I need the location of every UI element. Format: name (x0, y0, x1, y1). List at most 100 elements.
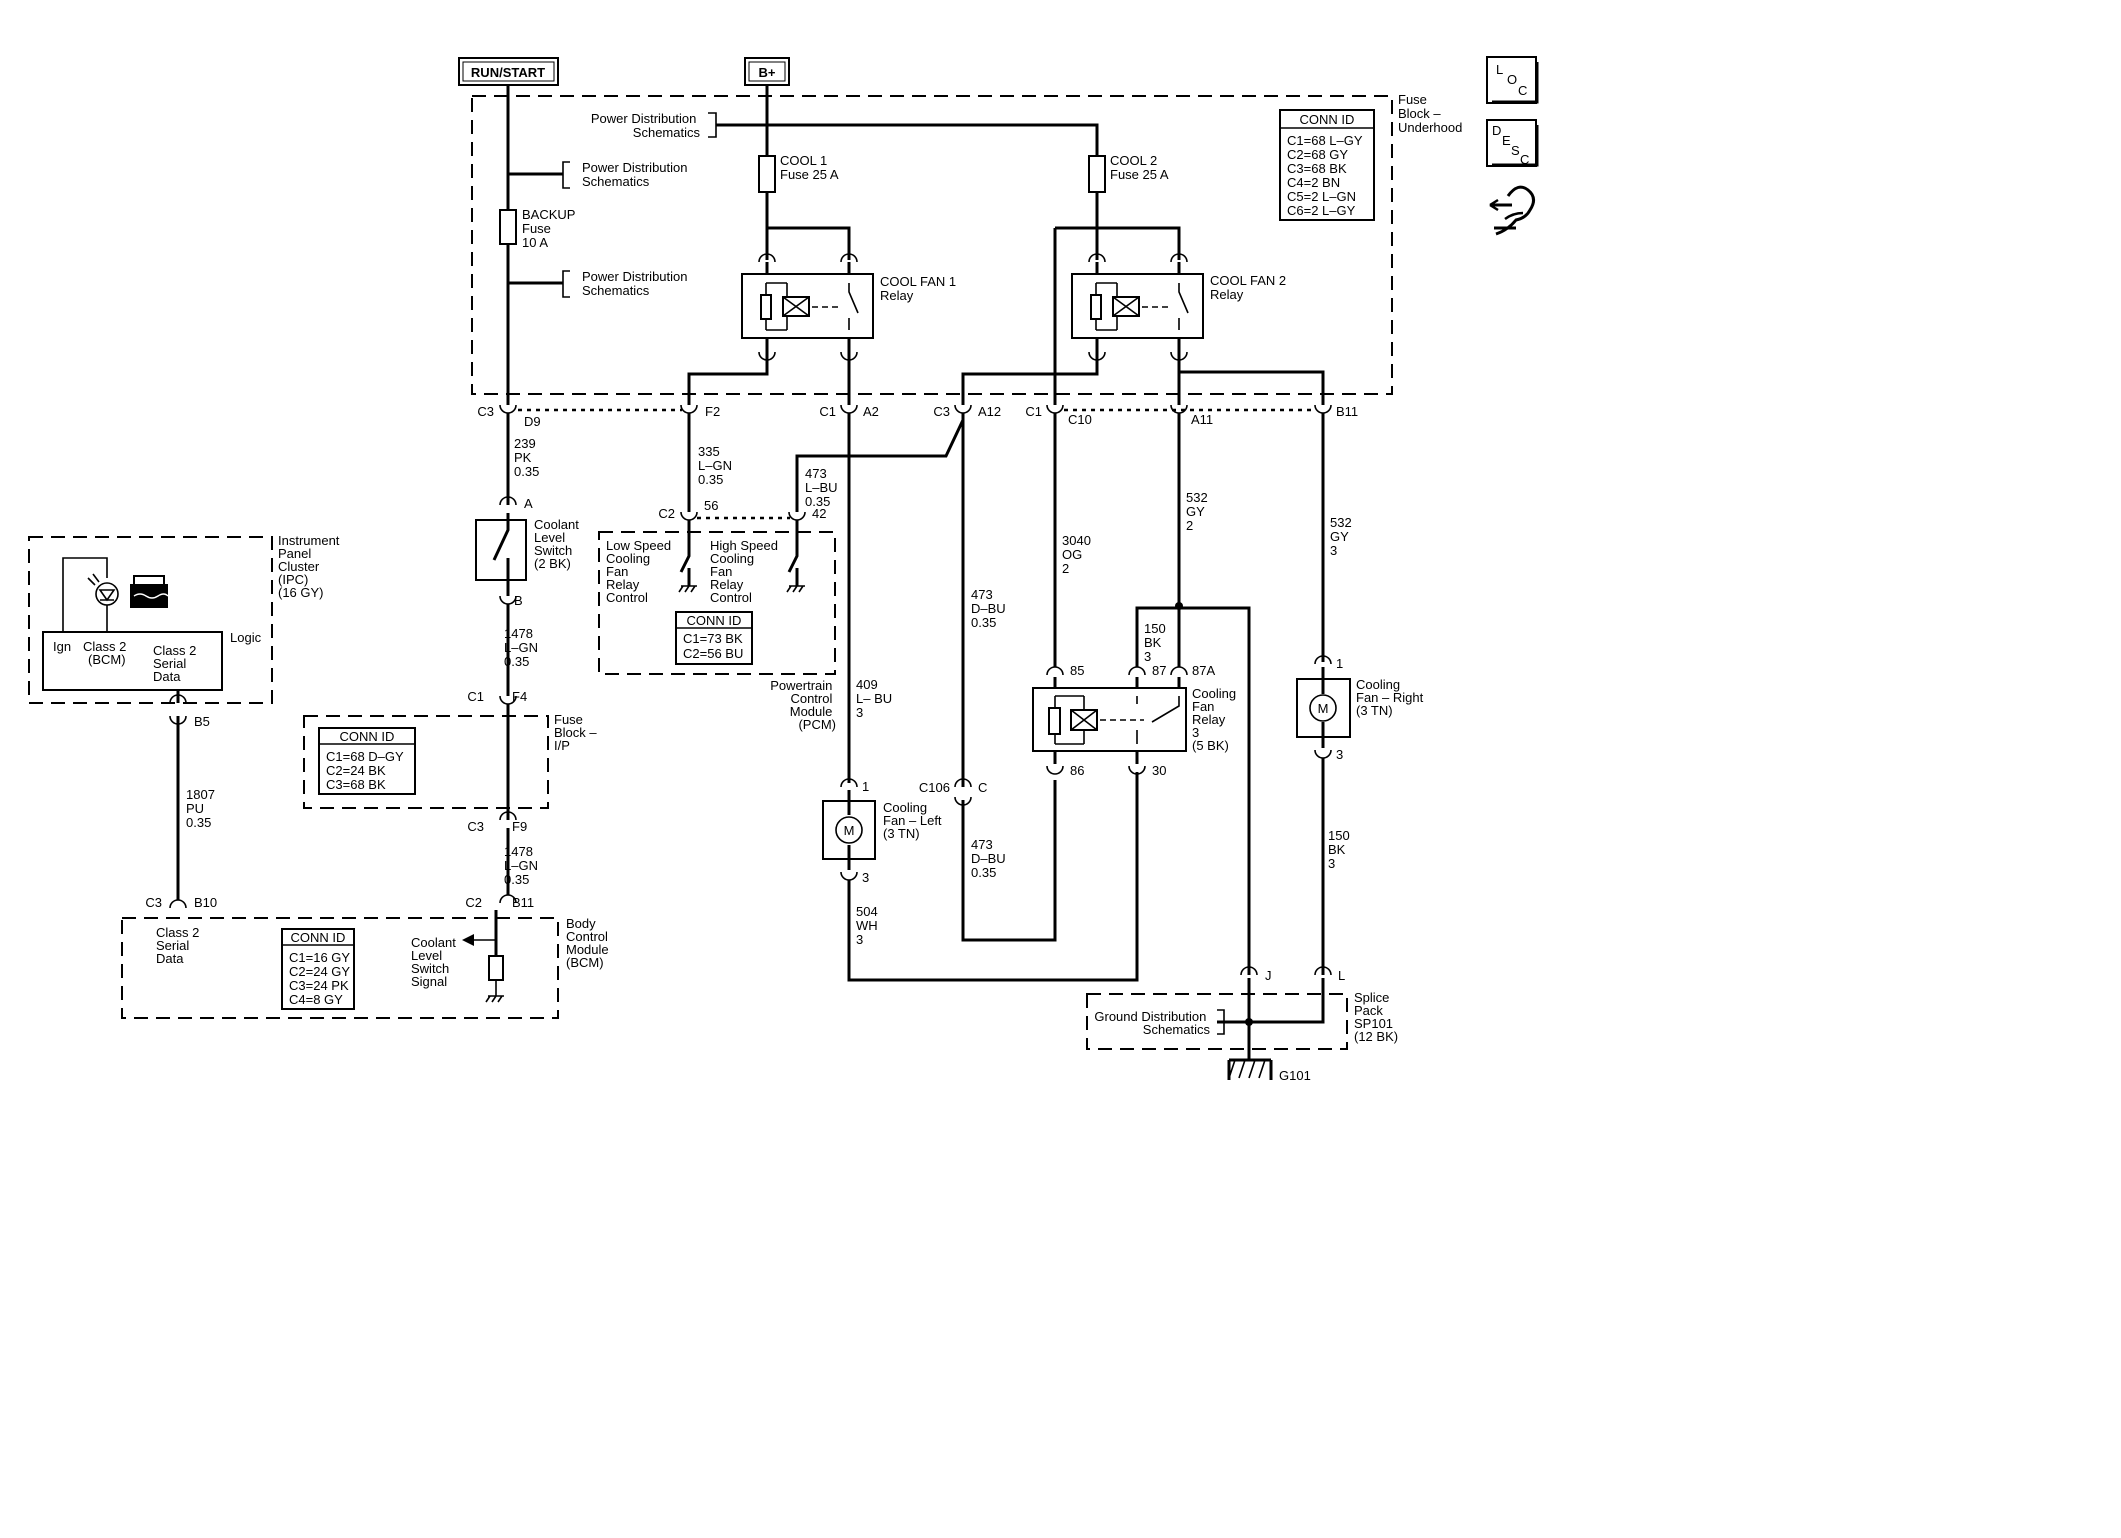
svg-text:C: C (1518, 83, 1527, 98)
wire-532-a-label: 532 GY 2 (1186, 490, 1211, 533)
wire-3040-label: 3040 OG 2 (1062, 533, 1095, 576)
wire-1807-label: 1807 PU 0.35 (186, 787, 219, 830)
coolant-level-switch-label: Coolant Level Switch (2 BK) (534, 517, 582, 571)
high-speed-control-label: High Speed Cooling Fan Relay Control (710, 538, 782, 605)
underhood-connectors (499, 404, 1332, 787)
svg-text:C2=68 GY: C2=68 GY (1287, 147, 1348, 162)
battery-label: B+ (744, 57, 790, 86)
svg-text:O: O (1507, 72, 1517, 87)
coolant-level-indicator-icon (62, 557, 169, 632)
bcm-signal-label: Coolant Level Switch Signal (411, 935, 459, 989)
conn-b10-label: B10 (194, 895, 217, 910)
svg-text:L: L (1496, 62, 1503, 77)
power-distribution-ref-1: Power Distribution Schematics (582, 160, 691, 189)
backup-fuse (499, 209, 517, 245)
conn-c3-b10-label: C3 (145, 895, 162, 910)
pin-30-label: 30 (1152, 763, 1166, 778)
power-distribution-ref-3: Power Distribution Schematics (591, 111, 701, 140)
conn-f2-label: F2 (705, 404, 720, 419)
splice-pack-label: Splice Pack SP101 (12 BK) (1354, 990, 1398, 1044)
low-speed-control-label: Low Speed Cooling Fan Relay Control (606, 538, 675, 605)
cool1-fuse-label: COOL 1 Fuse 25 A (780, 153, 839, 182)
bcm-label: Body Control Module (BCM) (566, 916, 612, 970)
splice-pack-outline (1086, 993, 1348, 1050)
svg-text:C1=16 GY: C1=16 GY (289, 950, 350, 965)
wire-532-b-label: 532 GY 3 (1330, 515, 1355, 558)
conn-b5-label: B5 (194, 714, 210, 729)
pin-a-label: A (524, 496, 533, 511)
conn-b11-bcm-label: B11 (512, 895, 534, 910)
battery-text: B+ (759, 65, 776, 80)
pin-87-label: 87 (1152, 663, 1166, 678)
fan-right-pin-1-label: 1 (1336, 656, 1343, 671)
svg-text:C3=68 BK: C3=68 BK (1287, 161, 1347, 176)
ipc-label: Instrument Panel Cluster (IPC) (16 GY) (278, 533, 343, 600)
svg-text:C5=2 L–GN: C5=2 L–GN (1287, 189, 1356, 204)
svg-text:CONN ID: CONN ID (340, 729, 395, 744)
conn-d9-label: D9 (524, 414, 541, 429)
cool1-fuse (758, 155, 776, 193)
cooling-fan-relay-label: Cooling Fan Relay 3 (5 BK) (1192, 686, 1240, 753)
conn-c106-label: C106 (919, 780, 950, 795)
hand-pointer-icon[interactable] (1489, 185, 1535, 236)
ipc-logic-label: Logic (230, 630, 262, 645)
fuse-block-ip-outline (303, 715, 549, 809)
conn-a11-label: A11 (1191, 412, 1213, 427)
loc-icon[interactable]: L O C (1486, 56, 1539, 104)
power-distribution-ref-2: Power Distribution Schematics (582, 269, 691, 298)
wire-473-lbu-label: 473 L–BU 0.35 (805, 466, 841, 509)
conn-c1-b-label: C1 (1025, 404, 1042, 419)
wire-150-a-label: 150 BK 3 (1144, 621, 1169, 664)
svg-text:CONN ID: CONN ID (687, 613, 742, 628)
pin-87a-label: 87A (1192, 663, 1215, 678)
svg-text:C6=2 L–GY: C6=2 L–GY (1287, 203, 1356, 218)
wire-504-label: 504 WH 3 (856, 904, 881, 947)
conn-b11-label: B11 (1336, 404, 1358, 419)
svg-text:S: S (1511, 143, 1520, 158)
cooling-fan-right-label: Cooling Fan – Right (3 TN) (1356, 677, 1427, 718)
wire-473-dbu-b-label: 473 D–BU 0.35 (971, 837, 1009, 880)
wire-473-dbu-a-label: 473 D–BU 0.35 (971, 587, 1009, 630)
conn-c1-a-label: C1 (819, 404, 836, 419)
bcm-class2-label: Class 2 Serial Data (156, 925, 203, 966)
pin-b-label: B (514, 593, 523, 608)
pcm-outline (598, 531, 836, 675)
ipc-logic-box (42, 631, 223, 691)
wire-1478-b-label: 1478 L–GN 0.35 (504, 844, 542, 887)
svg-text:C2=24 BK: C2=24 BK (326, 763, 386, 778)
fan-left-pin-3-label: 3 (862, 870, 869, 885)
conn-id-underhood-table: CONN ID C1=68 L–GY C2=68 GY C3=68 BK C4=… (1279, 109, 1375, 221)
conn-a12-label: A12 (978, 404, 1001, 419)
backup-fuse-label: BACKUP Fuse 10 A (522, 207, 579, 250)
conn-c2-b11-label: C2 (465, 895, 482, 910)
conn-c-label: C (978, 780, 987, 795)
svg-text:C1=68 L–GY: C1=68 L–GY (1287, 133, 1363, 148)
desc-icon[interactable]: D E S C (1486, 119, 1539, 167)
conn-a2-label: A2 (863, 404, 879, 419)
run-start-text: RUN/START (471, 65, 545, 80)
fuse-block-underhood-label: Fuse Block – Underhood (1398, 92, 1462, 135)
fan-left-motor-symbol: M (844, 823, 855, 838)
pin-42-label: 42 (812, 506, 826, 521)
conn-c10-label: C10 (1068, 412, 1092, 427)
run-start-label: RUN/START (458, 57, 559, 86)
svg-text:E: E (1502, 133, 1511, 148)
bcm-outline (121, 917, 559, 1019)
wire-335-label: 335 L–GN 0.35 (698, 444, 736, 487)
wire-1478-a-label: 1478 L–GN 0.35 (504, 626, 542, 669)
conn-id-ip-table: CONN ID C1=68 D–GY C2=24 BK C3=68 BK (318, 727, 416, 795)
conn-f9-label: F9 (512, 819, 527, 834)
svg-text:C3=68 BK: C3=68 BK (326, 777, 386, 792)
svg-text:D: D (1492, 123, 1501, 138)
fuse-block-underhood-outline (471, 95, 1393, 395)
svg-text:CONN ID: CONN ID (291, 930, 346, 945)
fan-left-pin-1-label: 1 (862, 779, 869, 794)
splice-pin-j-label: J (1265, 968, 1272, 983)
pin-86-label: 86 (1070, 763, 1084, 778)
conn-c1-f4-label: C1 (467, 689, 484, 704)
conn-c3-b-label: C3 (933, 404, 950, 419)
ipc-outline (28, 536, 273, 704)
cool2-fuse-label: COOL 2 Fuse 25 A (1110, 153, 1169, 182)
conn-f4-label: F4 (512, 689, 527, 704)
svg-text:C2=24 GY: C2=24 GY (289, 964, 350, 979)
